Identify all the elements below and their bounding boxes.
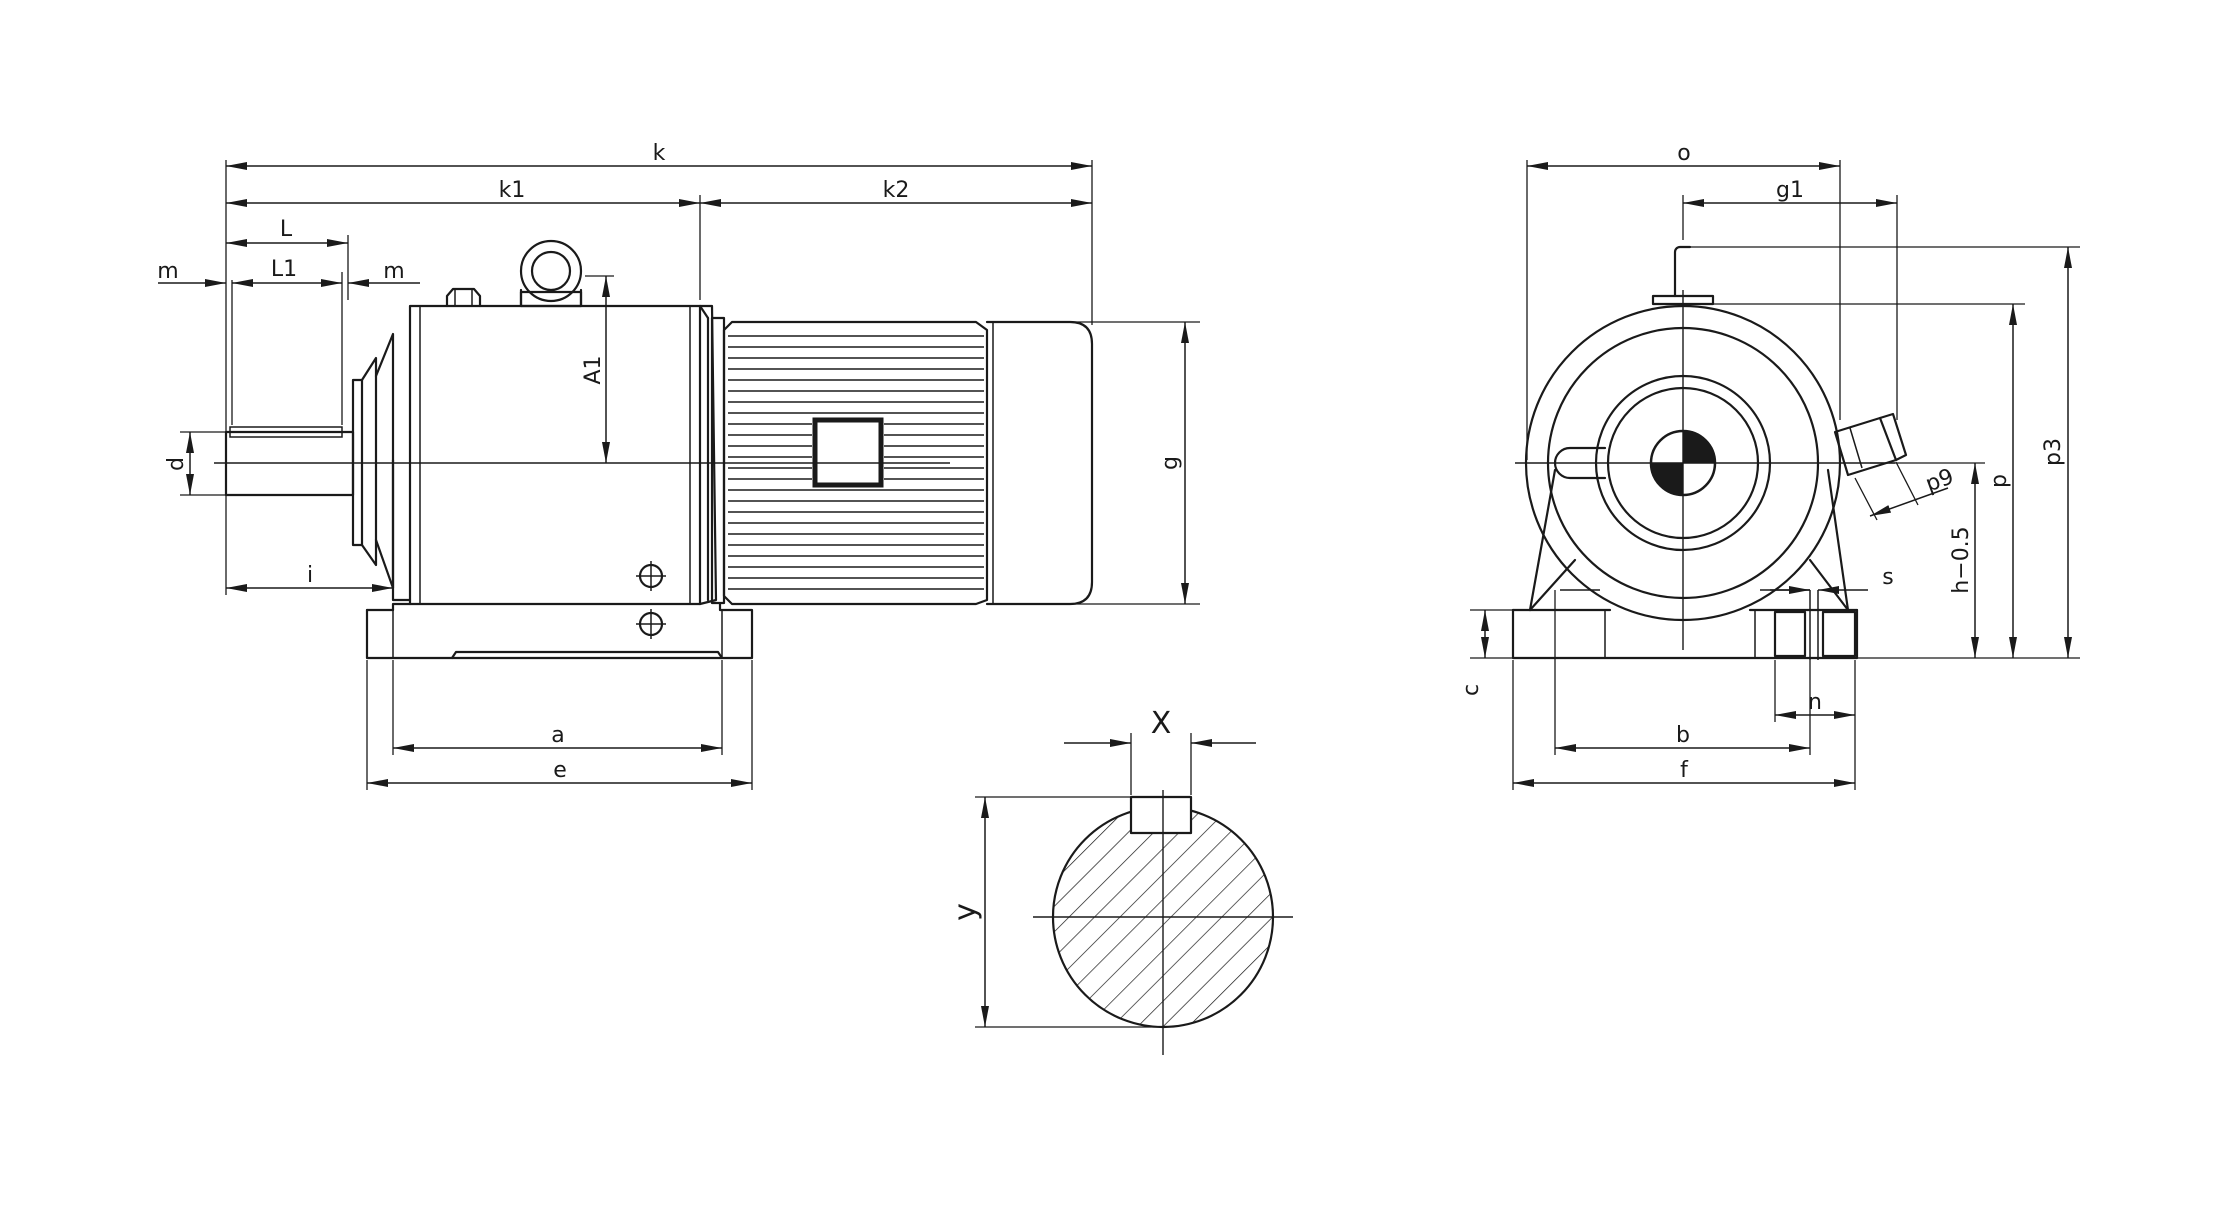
dim-label-L: L xyxy=(280,217,293,242)
dim-label-m-right: m xyxy=(383,259,404,284)
side-view: k k1 k2 L L1 m m A1 xyxy=(157,141,1200,790)
cooling-fins xyxy=(728,335,984,590)
oil-plug-icon xyxy=(636,561,666,591)
vent-plug-icon xyxy=(445,287,482,308)
key-section xyxy=(1129,795,1193,835)
dim-label-f: f xyxy=(1680,758,1689,783)
shaft-cross-section: X y xyxy=(948,706,1293,1055)
fan-cover xyxy=(985,320,1094,606)
dim-label-k: k xyxy=(653,141,666,166)
dim-label-p: p xyxy=(1987,474,2012,488)
gearbox-housing xyxy=(391,304,710,639)
dim-label-c: c xyxy=(1459,684,1484,696)
dim-label-h: h−0.5 xyxy=(1949,526,1974,593)
dim-label-X: X xyxy=(1151,706,1172,741)
foot-hole-section xyxy=(1821,610,1857,658)
front-view: o g1 p3 p h−0.5 p9 s xyxy=(1459,141,2080,790)
terminal-box xyxy=(812,417,884,488)
output-shaft xyxy=(224,426,355,497)
motor-body xyxy=(722,320,989,606)
cable-gland-icon xyxy=(1833,412,1908,477)
dim-label-L1: L1 xyxy=(271,257,297,282)
side-dimensions: k k1 k2 L L1 m m A1 xyxy=(157,141,1200,790)
motor-adapter xyxy=(698,304,726,606)
dim-label-Y: y xyxy=(948,903,983,921)
dim-label-g: g xyxy=(1158,456,1183,470)
dim-label-n: n xyxy=(1808,690,1822,715)
oil-plug-icon xyxy=(636,609,666,639)
dim-label-i: i xyxy=(307,563,313,588)
base-foot xyxy=(365,602,754,660)
foot-hole-section xyxy=(1773,610,1807,658)
dim-label-s: s xyxy=(1882,565,1893,590)
dim-label-p9: p9 xyxy=(1922,464,1957,497)
dim-label-A1: A1 xyxy=(581,355,606,384)
dim-label-m-left: m xyxy=(157,259,178,284)
dim-label-k2: k2 xyxy=(883,178,910,203)
dim-label-b: b xyxy=(1676,723,1690,748)
front-dimensions: o g1 p3 p h−0.5 p9 s xyxy=(1459,141,2080,790)
dim-label-o: o xyxy=(1677,141,1690,166)
dim-label-p3: p3 xyxy=(2041,438,2066,466)
dim-label-k1: k1 xyxy=(499,178,526,203)
dim-label-e: e xyxy=(553,758,567,783)
dim-label-g1: g1 xyxy=(1776,178,1804,203)
lifting-eye-icon xyxy=(519,239,583,308)
dim-label-a: a xyxy=(551,723,564,748)
dim-label-d: d xyxy=(164,457,189,471)
output-flange xyxy=(351,332,395,590)
